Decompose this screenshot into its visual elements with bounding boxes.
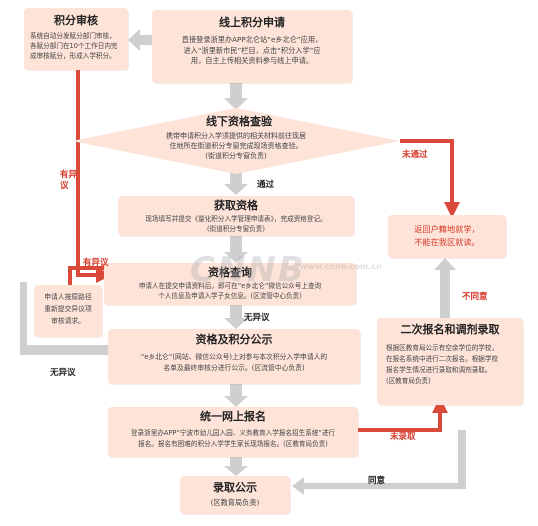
review-text: 系统自动分发赋分部门审核， 各赋分部门在10个工作日内完 成审核赋分，形成入学积…	[30, 32, 118, 60]
arrow-qualification-to-query	[224, 236, 248, 263]
unified-title: 统一网上报名	[200, 410, 266, 423]
qualification-text: 现场填写并提交《量化积分入学管理申请表》，完成资格登记。 (街道积分专窗负责)	[145, 215, 327, 233]
apply-title: 线上积分申请	[219, 16, 285, 29]
watermark-domain: www.cnnb.com.cn	[300, 262, 382, 271]
query-title: 资格查询	[208, 266, 252, 279]
label-no-objection-2: 无异议	[50, 368, 76, 378]
label-has-objection-1: 有异 议	[60, 170, 78, 191]
qualification-title: 获取资格	[214, 199, 258, 212]
arrow-query-to-publicity	[224, 305, 248, 329]
publicity-title: 资格及积分公示	[195, 333, 273, 346]
query-text: 申请人在提交申请资料后，即可在“e乡北仑”微信公众号上查询 个人信息及申请入学子…	[138, 282, 322, 300]
admission-text: (区教育局负责)	[210, 498, 260, 507]
arrow-unified-to-admission	[224, 457, 248, 476]
second-round-box: 二次报名和调剂录取 根据区教育局公示有空余学位的学校， 在报名系统中进行二次报名…	[377, 318, 523, 405]
check-text: 携带申请积分入学须提供的相关材料前往现居 住地所在街道积分专窗完成现场资格查验。…	[166, 132, 306, 160]
label-disagree: 不同意	[462, 292, 488, 302]
second-round-title: 二次报名和调剂录取	[400, 323, 500, 336]
arrow-check-to-qualification	[224, 172, 248, 195]
unified-text: 登录浙里办APP“宁波市幼儿园入园、义务教育入学报名招生系统”进行 报名。报名有…	[130, 429, 336, 448]
label-not-admitted: 未录取	[390, 432, 416, 442]
query-box: 资格查询 申请人在提交申请资料后，即可在“e乡北仑”微信公众号上查询 个人信息及…	[104, 263, 356, 305]
label-has-objection-2: 有异议	[83, 258, 109, 268]
return-text: 返回户籍地就学， 不能在我区就读。	[414, 224, 480, 247]
resubmit-box: 申请人按原路径 重新提交异议项 审核请求。	[34, 285, 102, 337]
review-box: 积分审核 系统自动分发赋分部门审核， 各赋分部门在10个工作日内完 成审核赋分，…	[24, 8, 128, 70]
arrow-not-admitted	[355, 397, 448, 432]
label-no-objection-1: 无异议	[244, 313, 270, 323]
arrow-objection-to-resubmit	[68, 266, 118, 285]
admission-box: 录取公示 (区教育局负责)	[180, 476, 290, 514]
arrow-disagree-to-return	[434, 258, 456, 318]
label-agree: 同意	[368, 476, 386, 486]
arrow-agree-to-admission	[292, 430, 466, 495]
apply-box: 线上积分申请 直接登录浙里办APP北仑站“e乡北仑”应用， 进入“浙里新市民”栏…	[152, 10, 352, 83]
arrow-apply-to-review	[128, 29, 155, 51]
arrow-not-passed	[400, 139, 460, 218]
watermark-brand: CNNB	[190, 250, 306, 290]
arrow-publicity-to-unified	[224, 384, 248, 407]
check-title: 线下资格查验	[206, 115, 272, 128]
second-round-text: 根据区教育局公示有空余学位的学校， 在报名系统中进行二次报名。根据学校 报名学生…	[386, 344, 499, 385]
qualification-box: 获取资格 现场填写并提交《量化积分入学管理申请表》，完成资格登记。 (街道积分专…	[118, 196, 354, 236]
publicity-text: “e乡北仑”(网站、微信公众号)上对参与本次积分入学申请人的 名单及最终审核分进…	[140, 353, 328, 372]
unified-box: 统一网上报名 登录浙里办APP“宁波市幼儿园入园、义务教育入学报名招生系统”进行…	[108, 407, 358, 457]
decision-diamond	[72, 108, 400, 174]
review-title: 积分审核	[54, 14, 98, 27]
return-box: 返回户籍地就学， 不能在我区就读。	[388, 215, 506, 258]
arrow-apply-to-check	[224, 83, 248, 110]
resubmit-text: 申请人按原路径 重新提交异议项 审核请求。	[44, 293, 92, 325]
publicity-box: 资格及积分公示 “e乡北仑”(网站、微信公众号)上对参与本次积分入学申请人的 名…	[108, 329, 360, 384]
red-arrows	[68, 70, 460, 432]
admission-title: 录取公示	[213, 481, 257, 494]
label-not-passed: 未通过	[402, 150, 428, 160]
arrow-review-to-query	[76, 70, 112, 283]
apply-text: 直接登录浙里办APP北仑站“e乡北仑”应用， 进入“浙里新市民”栏目，点击“积分…	[181, 35, 323, 65]
label-passed: 通过	[257, 180, 275, 190]
